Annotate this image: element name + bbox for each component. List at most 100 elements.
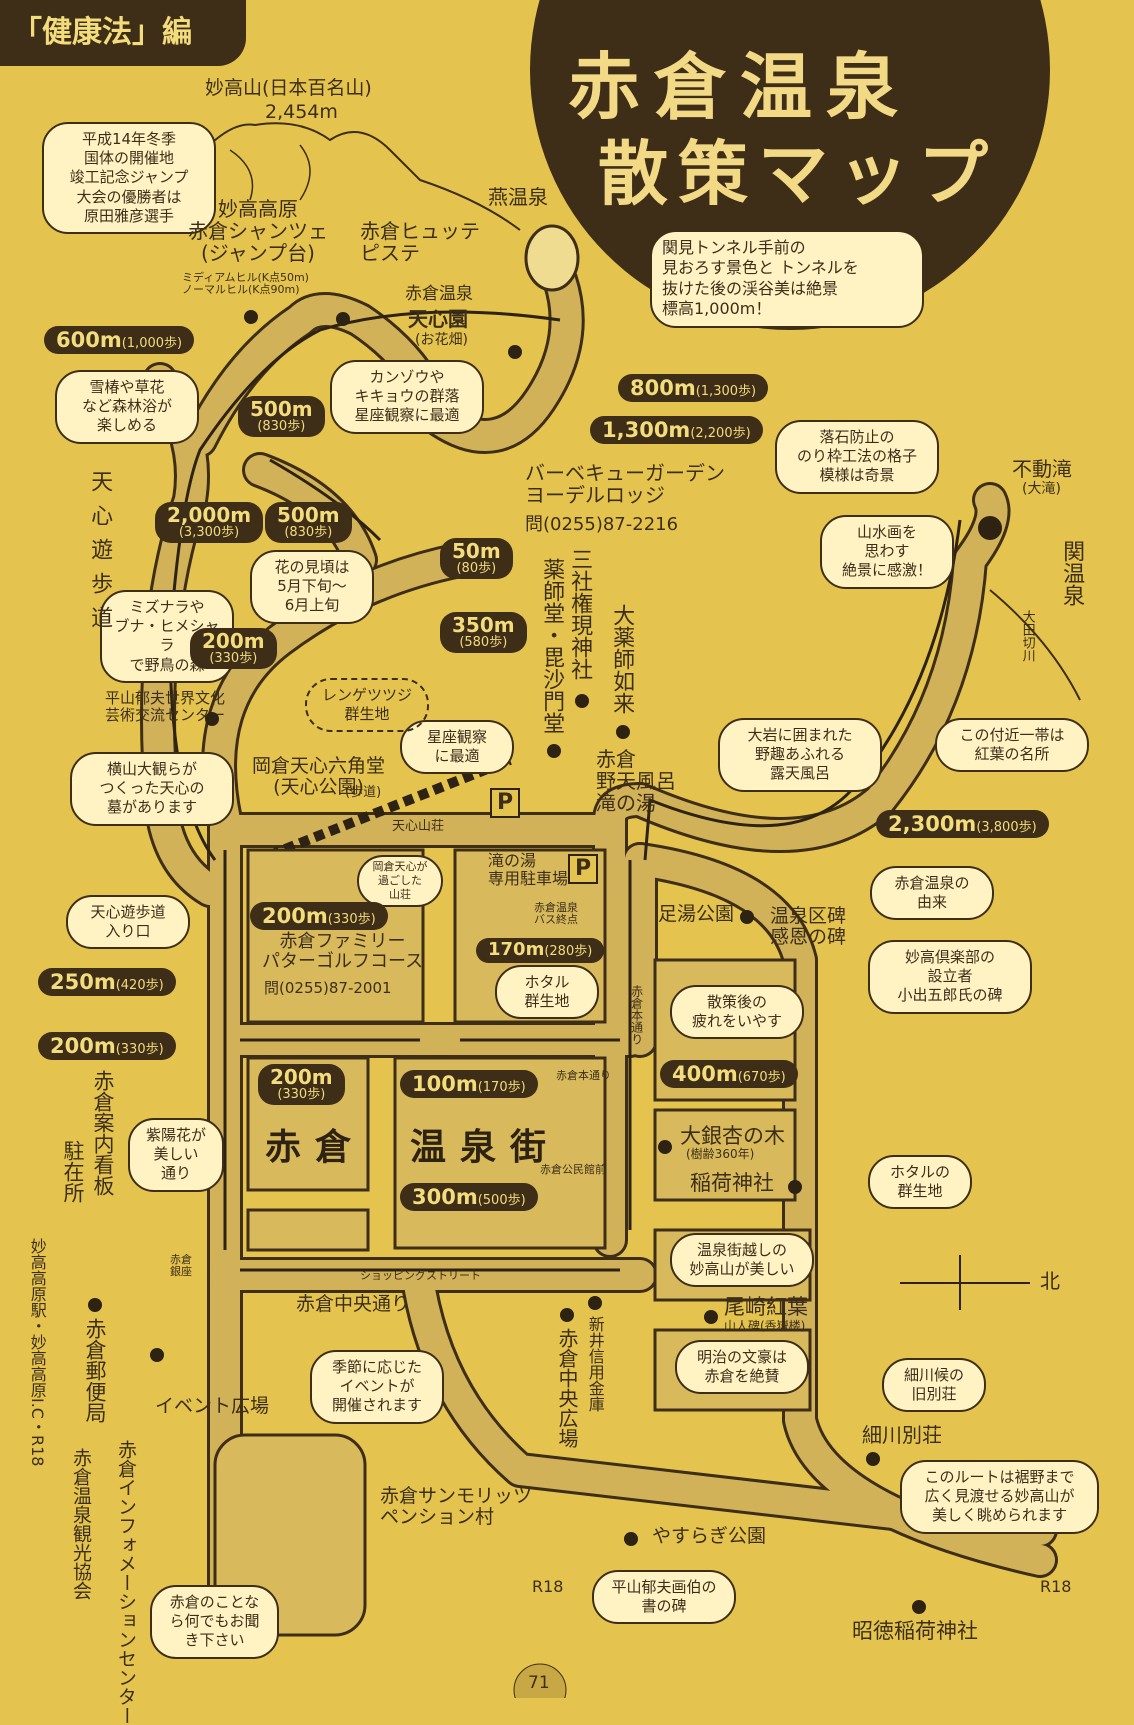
distance-2000m: 2,000m(3,300歩) — [155, 502, 264, 543]
note-forest: 雪椿や草花 など森林浴が 楽しめる — [55, 370, 199, 444]
note-hirayama-stone: 平山郁夫画伯の 書の碑 — [592, 1570, 736, 1625]
place-daiyakushi: 大薬師如来 — [609, 604, 635, 714]
fudotaki-icon — [978, 516, 1002, 540]
distance-100m: 100m(170歩) — [400, 1070, 538, 1099]
place-shopping-street: ショッピングストリート — [360, 1269, 481, 1282]
note-jump: 平成14年冬季 国体の開催地 竣工記念ジャンプ 大会の優勝者は 原田雅彦選手 — [42, 122, 216, 234]
place-ota-river: 大田切川 — [1019, 610, 1035, 662]
distance-200m-c: 200m(330歩) — [38, 1032, 176, 1061]
place-tenshin-trail: 天心遊歩道 — [87, 470, 113, 640]
river — [989, 589, 1081, 701]
place-ginza-bus: 赤倉 銀座 — [170, 1253, 192, 1279]
ichou-dot — [658, 1140, 672, 1154]
place-yakushido: 薬師堂・毘沙門堂 — [539, 558, 565, 734]
distance-250m: 250m(420歩) — [38, 968, 176, 997]
section-tag: 「健康法」編 — [0, 0, 246, 66]
compass-north: 北 — [1040, 1269, 1060, 1293]
map-title: 赤倉温泉 — [568, 45, 913, 129]
note-ajisai: 紫陽花が 美しい 通り — [128, 1118, 224, 1192]
place-sansha: 三社権現神社 — [567, 548, 593, 680]
place-kominkan-bus: 赤倉公民館前 — [540, 1163, 606, 1176]
place-honmachi-bus: 赤倉本通り — [556, 1069, 611, 1082]
sansha-dot — [575, 694, 589, 708]
place-hirayama-center: 平山郁夫世界文化 芸術交流センター — [105, 689, 226, 724]
event-dot — [150, 1348, 164, 1362]
place-notenburo: 赤倉 野天風呂 滝の湯 — [596, 747, 676, 815]
jump-dot — [244, 310, 258, 324]
note-mizunara: ミズナラや ブナ・ヒメシャラ で野鳥の森 — [100, 590, 234, 683]
note-hosokawa: 細川候の 旧別荘 — [882, 1358, 986, 1413]
note-meiji: 明治の文豪は 赤倉を絶賛 — [675, 1340, 809, 1395]
compass-icon — [900, 1255, 1030, 1310]
place-tenshinen: 赤倉温泉 — [405, 284, 473, 304]
place-station: 妙高高原駅・妙高高原I.C・R18 — [27, 1238, 47, 1467]
note-info: 赤倉のことな ら何でもお聞 き下さい — [150, 1585, 279, 1659]
note-hotaru1: ホタル 群生地 — [495, 965, 599, 1020]
hutte-dot — [336, 312, 350, 326]
place-ashiyu: 足湯公園 — [658, 903, 735, 925]
distance-200m-b: 200m(330歩) — [250, 902, 388, 931]
place-hutte: 赤倉ヒュッテ ピステ — [360, 219, 480, 265]
distance-300m: 300m(500歩) — [400, 1183, 538, 1212]
note-ooiwa: 大岩に囲まれた 野趣あふれる 露天風呂 — [718, 718, 882, 792]
block-onsengai: 温泉街 — [410, 1127, 561, 1168]
place-jump-hills: ミディアムヒル(K点50m) ノーマルヒル(K点90m) — [182, 271, 309, 297]
note-founder: 妙高倶楽部の 設立者 小出五郎氏の碑 — [868, 940, 1032, 1014]
place-tenshinen2: 天心園 — [408, 307, 468, 331]
distance-200m-a: 200m(330歩) — [190, 628, 277, 669]
mountain-height: 2,454m — [265, 101, 338, 123]
place-info-center: 赤倉インフォメーションセンター — [114, 1440, 137, 1725]
distance-200m-d: 200m(330歩) — [258, 1064, 345, 1105]
note-tired: 散策後の 疲れをいやす — [670, 985, 804, 1040]
note-kanzou: カンゾウや キキョウの群落 星座観察に最適 — [330, 360, 484, 434]
place-fudotaki: 不動滝 — [1012, 457, 1072, 481]
note-ochiishi: 落石防止の のり枠工法の格子 模様は奇景 — [775, 420, 939, 494]
bbq-dot — [508, 345, 522, 359]
block-akakura: 赤倉 — [265, 1127, 366, 1168]
hosokawa-dot — [866, 1452, 880, 1466]
yasuragi-dot — [624, 1532, 638, 1546]
place-shotoku: 昭徳稲荷神社 — [852, 1619, 978, 1643]
note-koyo: この付近一帯は 紅葉の名所 — [935, 718, 1089, 773]
note-okakura-stay: 岡倉天心が 過ごした 山荘 — [357, 855, 443, 908]
place-chuo-hiroba: 赤倉中央広場 — [555, 1328, 579, 1448]
distance-170m: 170m(280歩) — [476, 938, 605, 963]
distance-2300m: 2,300m(3,800歩) — [876, 810, 1049, 839]
tunnel-icon — [524, 224, 580, 292]
daiyakushi-dot — [616, 725, 630, 739]
note-trail-entrance: 天心遊歩道 入り口 — [66, 895, 190, 950]
place-ozaki: 尾崎紅葉 — [724, 1295, 808, 1319]
note-route: このルートは裾野まで 広く見渡せる妙高山が 美しく眺められます — [900, 1460, 1099, 1534]
place-family: 赤倉ファミリー パターゴルフコース — [262, 931, 424, 972]
yakushido-dot — [547, 744, 561, 758]
place-ichou: 大銀杏の木 — [680, 1124, 785, 1148]
chuo-hiroba-dot — [560, 1308, 574, 1322]
place-kankou: 赤倉温泉観光協会 — [69, 1448, 92, 1600]
place-hosokawa: 細川別荘 — [862, 1423, 942, 1447]
note-myoko-view: 温泉街越しの 妙高山が美しい — [670, 1233, 814, 1288]
hirayama-center-dot — [205, 712, 219, 726]
place-ichou-age: (樹齢360年) — [686, 1147, 755, 1161]
place-kanban: 赤倉案内看板 — [91, 1070, 116, 1196]
place-chuo-dori: 赤倉中央通り — [296, 1293, 411, 1315]
place-ozaki-sub: 山人碑(香嶽楼) — [724, 1319, 806, 1333]
distance-50m: 50m(80歩) — [440, 538, 513, 579]
note-seiza: 星座観察 に最適 — [400, 720, 514, 775]
place-chuzaisho: 駐在所 — [61, 1140, 86, 1203]
note-sansui: 山水画を 思わす 絶景に感激！ — [820, 515, 954, 589]
mountain-name: 妙高山(日本百名山) — [205, 77, 372, 99]
place-hodo: (歩道) — [345, 785, 382, 800]
note-hotaru2: ホタルの 群生地 — [868, 1155, 972, 1210]
place-bbq-tel: 問(0255)87-2216 — [525, 514, 679, 535]
place-taki-parking: 滝の湯 専用駐車場 — [488, 851, 569, 888]
route-lines — [168, 310, 962, 1272]
mountain-outline — [194, 122, 521, 231]
distance-600m: 600m(1,000歩) — [44, 326, 195, 355]
place-honmachi-dori: 赤倉本通り — [629, 985, 644, 1045]
distance-350m: 350m(580歩) — [440, 612, 527, 653]
place-fudotaki-sub: (大滝) — [1022, 481, 1061, 497]
place-tenshin-sanso: 天心山荘 — [392, 819, 445, 834]
place-bus-terminal: 赤倉温泉 バス終点 — [534, 901, 578, 927]
place-r18-left: R18 — [532, 1577, 564, 1596]
distance-500m-a: 500m(830歩) — [238, 396, 325, 437]
